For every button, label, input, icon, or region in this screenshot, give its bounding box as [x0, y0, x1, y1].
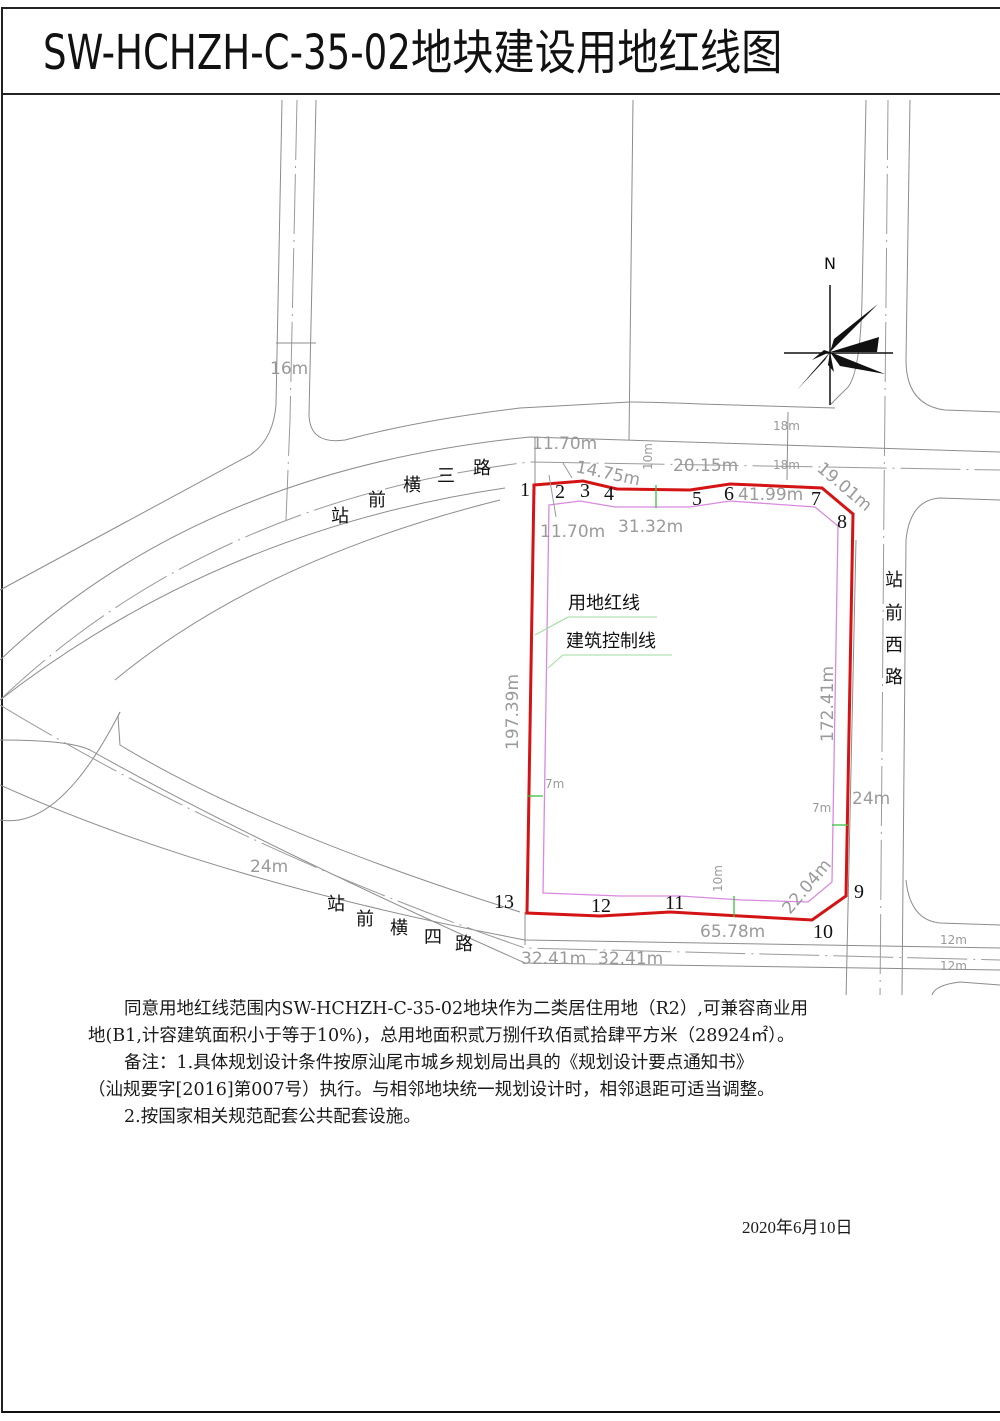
dim-seg-east: 172.41m	[818, 666, 838, 742]
road-char: 站	[331, 506, 349, 527]
drawing-frame	[1, 7, 1000, 1413]
legend-building-line: 建筑控制线	[566, 631, 656, 652]
road-west-vertical: 16m	[0, 99, 836, 591]
note-line-5: 2.按国家相关规范配套公共配套设施。	[124, 1107, 421, 1127]
road-char: 站	[327, 894, 345, 915]
dim-seg-west: 197.39m	[503, 674, 523, 750]
site-map: 16m 18m 18m	[0, 99, 1000, 995]
dim-setback-east: 7m	[812, 801, 831, 815]
point-7: 7	[811, 488, 821, 510]
dim-seg-south: 65.78m	[700, 922, 765, 942]
setback-markers	[527, 485, 848, 917]
road-char: 四	[424, 927, 442, 948]
dim-road-se-1: 12m	[940, 933, 967, 947]
map-legend: 用地红线 建筑控制线	[534, 593, 672, 669]
dim-road-north-1: 18m	[773, 419, 800, 433]
point-3: 3	[580, 480, 590, 502]
road-char: 三	[437, 466, 455, 487]
road-char: 西	[885, 635, 903, 656]
road-char: 路	[473, 458, 491, 479]
road-char: 前	[368, 490, 386, 511]
note-line-3: 备注：1.具体规划设计条件按原汕尾市城乡规划局出具的《规划设计要点通知书》	[124, 1053, 754, 1073]
point-6: 6	[724, 483, 734, 505]
road-char: 路	[885, 667, 903, 688]
dim-seg-inner-left: 11.70m	[540, 522, 605, 542]
road-name-south: 站 前 横 四 路	[327, 894, 473, 955]
road-char: 横	[403, 475, 421, 496]
north-label: N	[824, 254, 836, 273]
approval-notes: 同意用地红线范围内SW-HCHZH-C-35-02地块作为二类居住用地（R2）,…	[88, 996, 928, 1131]
road-north-curved: 18m 18m	[0, 411, 1000, 701]
site-red-line	[525, 479, 855, 922]
dim-seg-top-4: 41.99m	[738, 485, 803, 505]
road-char: 前	[356, 909, 374, 930]
dim-setback-west: 7m	[545, 777, 564, 791]
page-title: SW-HCHZH-C-35-02地块建设用地红线图	[43, 25, 783, 81]
point-4: 4	[604, 483, 614, 505]
point-8: 8	[837, 511, 847, 533]
dim-seg-top-1: 11.70m	[532, 434, 597, 454]
point-2: 2	[555, 481, 565, 503]
issue-date: 2020年6月10日	[742, 1218, 853, 1237]
road-east-vertical	[829, 99, 1000, 995]
road-name-east: 站 前 西 路	[885, 570, 903, 688]
point-12: 12	[591, 895, 611, 917]
boundary-point-labels: 1 2 3 4 5 6 7 8 9 10 11 12 13	[494, 479, 864, 943]
dim-setback-south: 10m	[711, 865, 725, 892]
point-5: 5	[692, 488, 702, 510]
point-13: 13	[494, 891, 514, 913]
building-control-line	[542, 500, 839, 903]
road-char: 路	[455, 934, 473, 955]
north-arrow-icon: N	[784, 254, 893, 405]
road-char: 站	[885, 570, 903, 591]
point-10: 10	[813, 921, 833, 943]
dim-seg-inner-top: 31.32m	[618, 517, 683, 537]
road-char: 横	[390, 918, 408, 939]
dim-road-north-2: 18m	[773, 458, 800, 472]
dim-seg-top-3: 20.15m	[673, 456, 738, 476]
road-south-curved: 24m 12m 12m	[0, 704, 1000, 995]
dim-road-se-2: 12m	[940, 959, 967, 973]
road-name-north: 站 前 横 三 路	[331, 458, 491, 527]
point-1: 1	[520, 479, 530, 501]
dim-road-east: 24m	[852, 789, 890, 809]
point-11: 11	[665, 892, 684, 914]
road-char: 前	[885, 603, 903, 624]
dim-road-west: 16m	[270, 359, 308, 379]
dim-setback-north: 10m	[641, 443, 655, 470]
note-line-1: 同意用地红线范围内SW-HCHZH-C-35-02地块作为二类居住用地（R2）,…	[124, 999, 808, 1019]
note-line-4: （汕规要字[2016]第007号）执行。与相邻地块统一规划设计时，相邻退距可适当…	[88, 1080, 775, 1100]
dim-south-road-1: 32.41m	[521, 949, 586, 969]
dim-south-road-2: 32.41m	[598, 949, 663, 969]
parcel-boundary-line	[628, 99, 634, 441]
title-block: SW-HCHZH-C-35-02地块建设用地红线图	[1, 7, 1000, 95]
note-line-2: 地(B1,计容建筑面积小于等于10%)，总用地面积贰万捌仟玖佰贰拾肆平方米（28…	[88, 1026, 795, 1046]
dim-road-southwest: 24m	[250, 857, 288, 877]
point-9: 9	[854, 881, 864, 903]
legend-red-line: 用地红线	[568, 593, 640, 614]
